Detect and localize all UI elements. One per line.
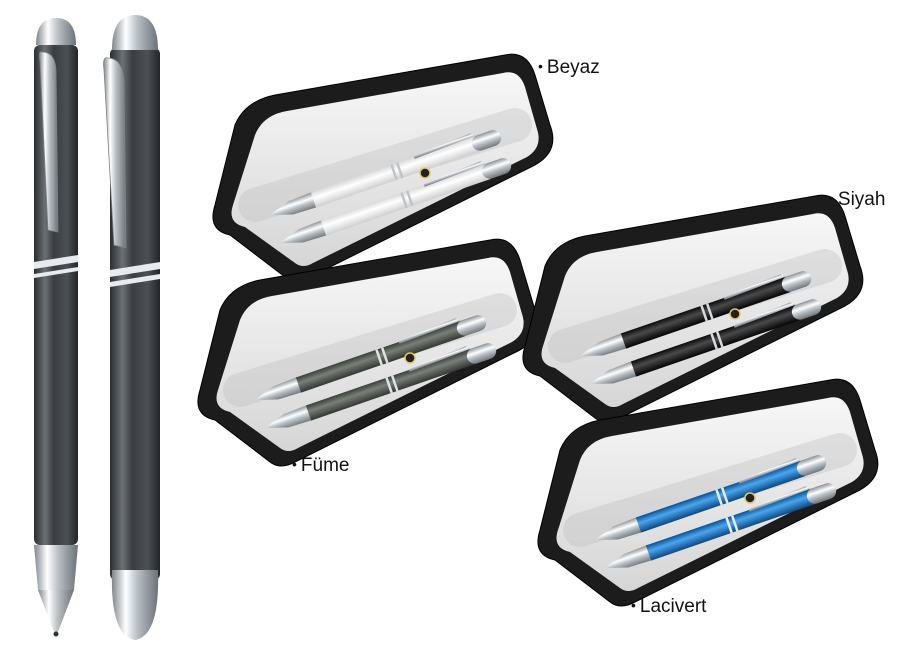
case-lacivert-pen-2 [605, 483, 837, 568]
case-siyah [522, 194, 864, 423]
case-lacivert-pen-1 [595, 455, 827, 540]
case-siyah-pen-1 [580, 271, 812, 356]
case-beyaz-pen-1 [270, 130, 502, 215]
label-fume: •Füme [292, 456, 349, 475]
label-beyaz-text: Beyaz [546, 57, 600, 78]
label-fume-text: Füme [300, 455, 350, 476]
label-siyah-text: Siyah [837, 189, 886, 210]
bullet-icon: • [292, 456, 297, 472]
case-beyaz [212, 53, 554, 282]
bullet-icon: • [829, 190, 834, 206]
large-pen-left [34, 18, 78, 637]
label-lacivert: •Lacivert [631, 597, 706, 616]
case-fume-pen-1 [255, 315, 487, 400]
label-beyaz: •Beyaz [538, 58, 600, 77]
case-fume [197, 238, 539, 467]
case-siyah-pen-2 [590, 299, 822, 384]
label-lacivert-text: Lacivert [639, 596, 707, 617]
case-fume-pen-2 [265, 343, 497, 428]
case-lacivert [537, 378, 879, 607]
bullet-icon: • [631, 597, 636, 613]
label-siyah: •Siyah [829, 190, 885, 209]
bullet-icon: • [538, 58, 543, 74]
large-pen-right [103, 15, 160, 640]
case-beyaz-pen-2 [280, 158, 512, 243]
